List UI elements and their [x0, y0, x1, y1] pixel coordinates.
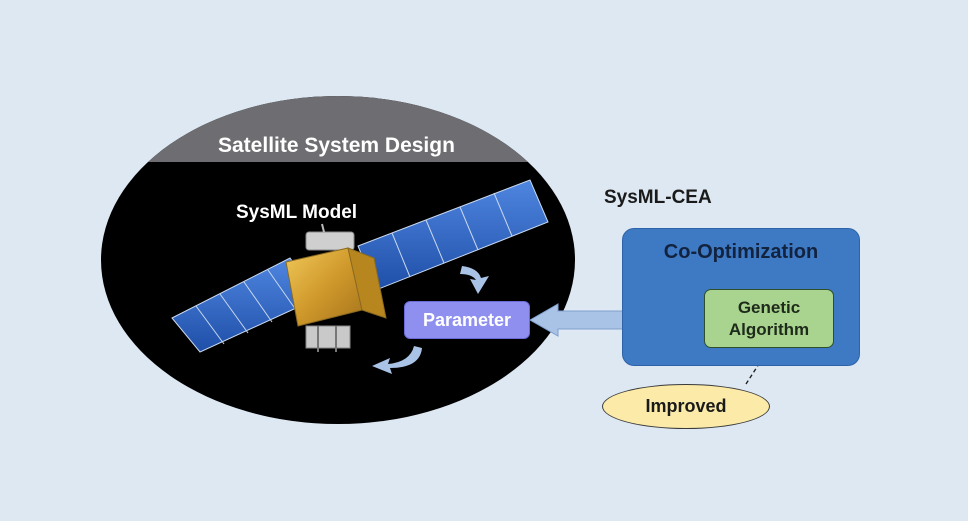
- parameter-label: Parameter: [422, 309, 512, 330]
- genetic-algorithm-line1: Genetic: [737, 297, 801, 317]
- curved-arrow-down-icon: [460, 266, 489, 294]
- sysml-cea-label: SysML-CEA: [604, 187, 712, 208]
- co-optimization-label: Co-Optimization: [663, 241, 819, 263]
- genetic-algorithm-line2: Algorithm: [728, 319, 810, 339]
- sysml-model-label: SysML Model: [236, 202, 358, 223]
- satellite-system-design-title: Satellite System Design: [218, 134, 455, 157]
- satellite-body: [285, 223, 387, 352]
- improved-label: Improved: [645, 396, 727, 416]
- genetic-algorithm-box: Genetic Algorithm: [704, 289, 834, 348]
- curved-arrow-cycle-icon: [372, 346, 422, 374]
- improved-ellipse: Improved: [602, 384, 770, 429]
- parameter-box: Parameter: [404, 301, 530, 339]
